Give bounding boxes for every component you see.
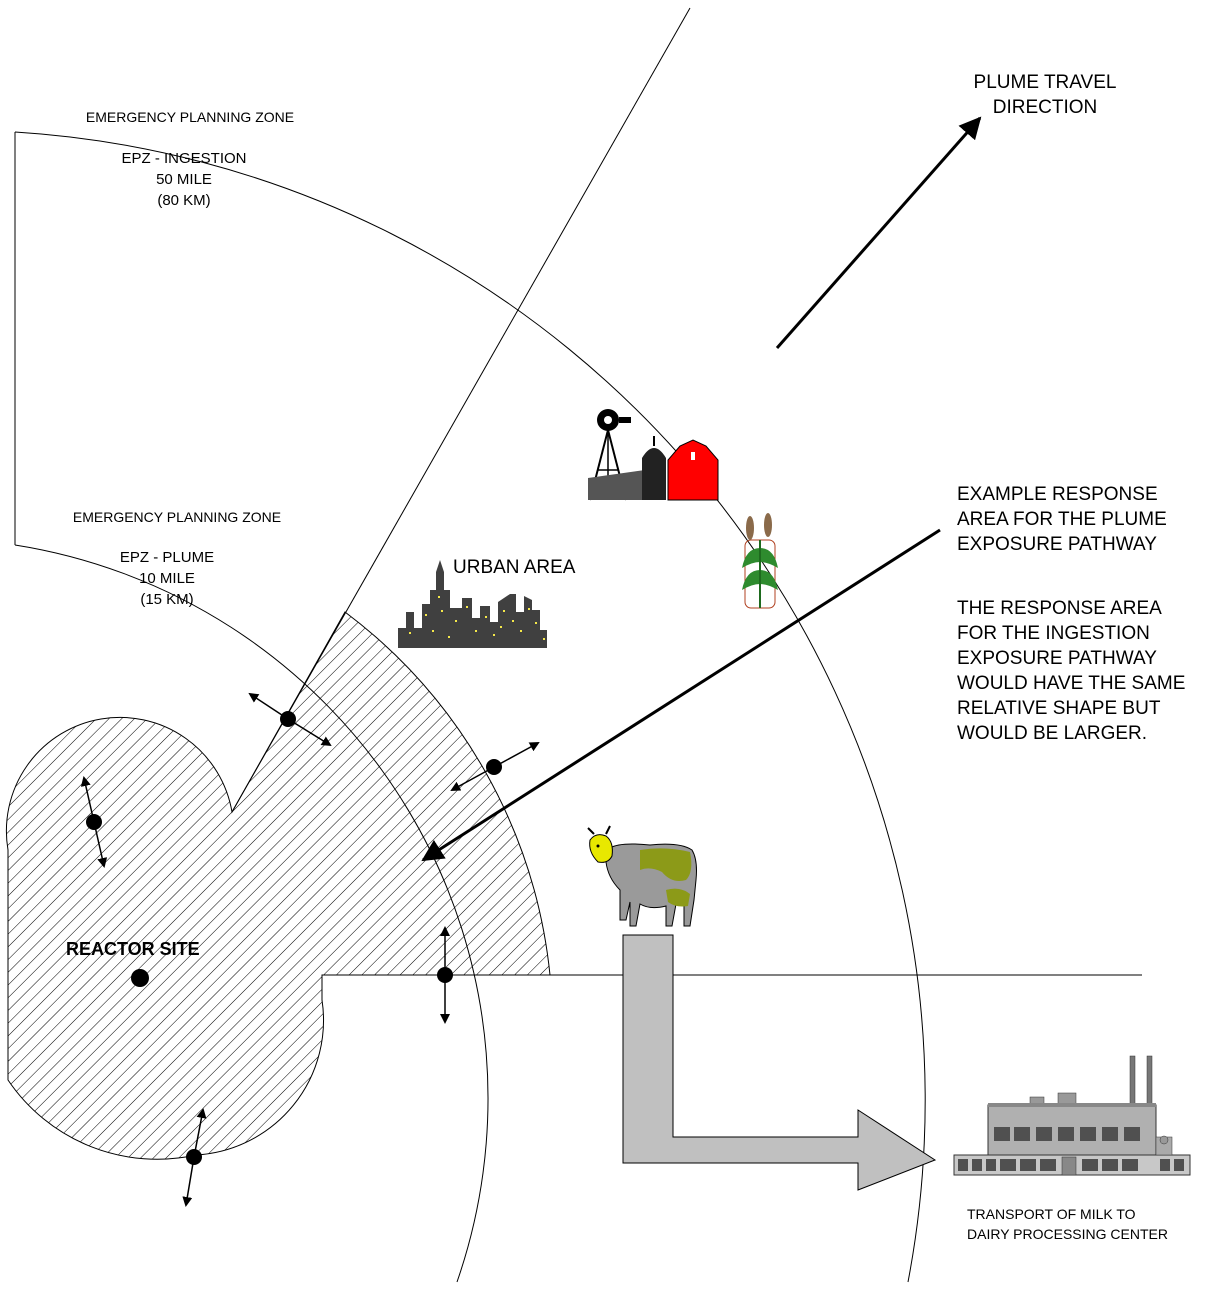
epz-plume-name: EPZ - PLUME <box>120 549 214 566</box>
text-labels: EMERGENCY PLANNING ZONE EPZ - INGESTION … <box>66 72 1185 1242</box>
reactor-site-marker <box>131 969 149 987</box>
cow-icon <box>587 825 697 927</box>
boundary-marker <box>437 926 453 1024</box>
boundary-marker <box>248 692 332 747</box>
plume-travel-label-line1: PLUME TRAVEL <box>974 72 1117 93</box>
farm-ground <box>588 470 645 500</box>
example-response-line3: EXPOSURE PATHWAY <box>957 534 1157 555</box>
epz-ingestion-name: EPZ - INGESTION <box>121 150 246 167</box>
factory-icon <box>953 1055 1191 1176</box>
example-area-pointer-arrow <box>421 528 941 862</box>
epz-ingestion-zone-label: EMERGENCY PLANNING ZONE <box>86 109 294 125</box>
reactor-site-label: REACTOR SITE <box>66 939 200 959</box>
silo-icon <box>642 436 666 500</box>
city-skyline-icon <box>398 560 547 648</box>
barn-icon <box>667 439 719 501</box>
boundary-marker <box>450 742 540 791</box>
epz-ingestion-boundary <box>14 131 926 1283</box>
epz-ingestion-distance-miles: 50 MILE <box>156 171 212 188</box>
boundary-marker <box>182 1108 207 1207</box>
ingestion-note-line5: RELATIVE SHAPE BUT <box>957 698 1161 719</box>
epz-plume-zone-label: EMERGENCY PLANNING ZONE <box>73 509 281 525</box>
response-area-hatched <box>5 611 551 1160</box>
epz-plume-distance-miles: 10 MILE <box>139 570 195 587</box>
epz-plume-distance-km: (15 KM) <box>140 591 193 608</box>
milk-transport-arrow <box>622 934 937 1191</box>
ingestion-note-line3: EXPOSURE PATHWAY <box>957 648 1157 669</box>
milk-transport-line2: DAIRY PROCESSING CENTER <box>967 1226 1168 1242</box>
ingestion-note-line6: WOULD BE LARGER. <box>957 723 1147 744</box>
plume-travel-label-line2: DIRECTION <box>993 97 1098 118</box>
example-response-line2: AREA FOR THE PLUME <box>957 509 1167 530</box>
boundary-marker <box>80 776 108 868</box>
ingestion-note-line4: WOULD HAVE THE SAME <box>957 673 1185 694</box>
urban-area-label: URBAN AREA <box>453 557 576 578</box>
ingestion-note-line2: FOR THE INGESTION <box>957 623 1150 644</box>
corn-icon <box>742 513 778 609</box>
boundary-markers <box>80 692 540 1207</box>
plume-direction-arrow <box>775 116 982 349</box>
example-response-line1: EXAMPLE RESPONSE <box>957 484 1158 505</box>
milk-transport-line1: TRANSPORT OF MILK TO <box>967 1206 1136 1222</box>
ingestion-note-line1: THE RESPONSE AREA <box>957 598 1162 619</box>
epz-ingestion-distance-km: (80 KM) <box>157 192 210 209</box>
